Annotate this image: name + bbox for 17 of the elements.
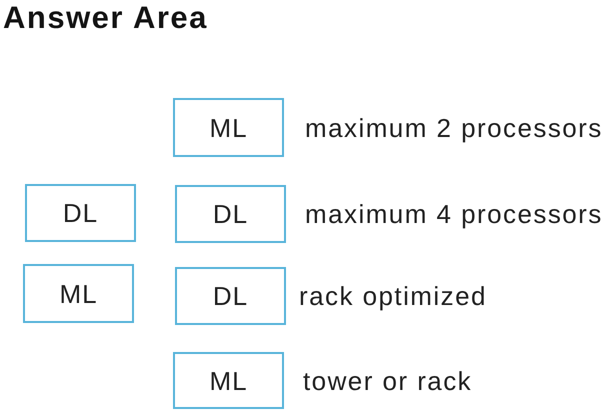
option-text: maximum 4 processors — [305, 199, 603, 229]
answer-tile — [175, 185, 286, 243]
answer-tile — [25, 184, 136, 242]
tile-label: ML — [209, 366, 248, 396]
answer-tile — [175, 267, 286, 325]
answer-tile — [23, 264, 134, 323]
answer-tile — [173, 352, 284, 409]
tile-label: DL — [212, 281, 248, 311]
option-text: rack optimized — [299, 281, 487, 311]
option-text: tower or rack — [303, 366, 472, 396]
tile-label: DL — [212, 199, 248, 229]
tile-label: ML — [209, 112, 248, 142]
tile-label: DL — [62, 198, 98, 228]
tile-label: ML — [59, 278, 98, 308]
answer-tile — [173, 98, 284, 157]
heading: Answer Area — [3, 1, 208, 35]
option-text: maximum 2 processors — [305, 112, 603, 142]
